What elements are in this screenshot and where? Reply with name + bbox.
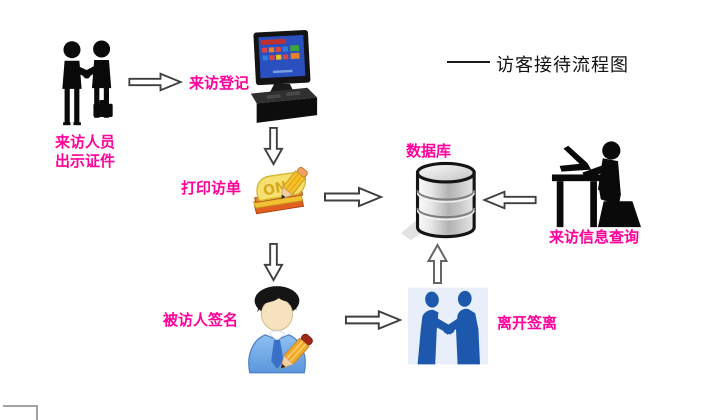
- arrow-query-to-database: [480, 189, 540, 211]
- handshake-icon: [52, 38, 126, 128]
- leave-label: 离开签离: [497, 314, 558, 332]
- arrow-print-to-database: [322, 185, 384, 209]
- visitor-label-line1: 来访人员: [55, 133, 116, 151]
- person-signing-icon: [240, 283, 314, 375]
- info-query-label: 来访信息查询: [549, 228, 640, 246]
- visitor-label: 来访人员 出示证件: [55, 133, 115, 171]
- partial-frame-corner: [3, 405, 38, 420]
- database-icon: [396, 160, 482, 242]
- print-form-label: 打印访单: [181, 179, 242, 197]
- notepad-pencil-icon: ON: [249, 163, 313, 225]
- handshake-blue-icon: [408, 287, 488, 365]
- arrow-registration-to-print: [261, 126, 286, 166]
- registration-label: 来访登记: [189, 74, 250, 92]
- arrow-visitor-to-registration: [127, 71, 183, 93]
- legend-line: [447, 61, 490, 63]
- arrow-print-to-sign: [261, 242, 286, 282]
- legend-title: 访客接待流程图: [496, 55, 629, 76]
- pos-terminal-icon: [243, 29, 321, 129]
- visitor-label-line2: 出示证件: [55, 152, 116, 170]
- person-laptop-icon: [548, 140, 644, 230]
- database-label: 数据库: [406, 142, 452, 160]
- arrow-sign-to-leave: [344, 308, 402, 332]
- visitee-sign-label: 被访人签名: [163, 311, 239, 329]
- arrow-leave-to-database: [425, 243, 450, 285]
